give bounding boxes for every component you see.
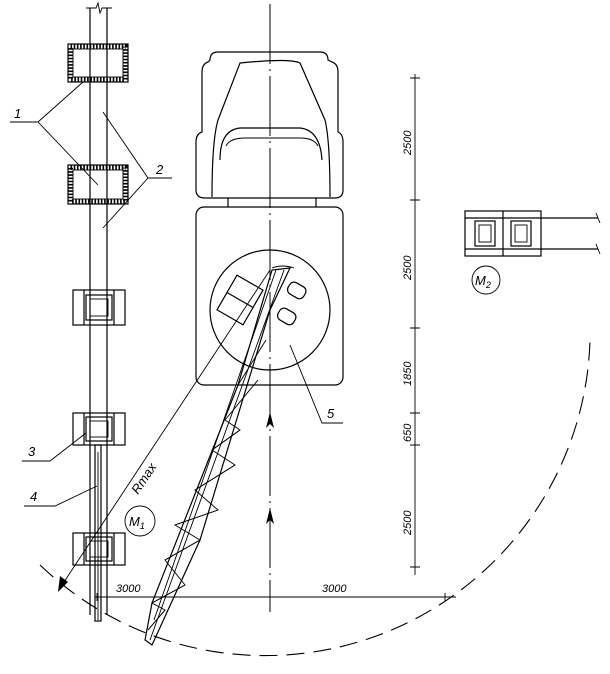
hatched-block-2	[67, 164, 129, 205]
callout-2: 2	[102, 111, 172, 229]
dimension-label: 3000	[116, 583, 141, 595]
secondary-unit-m2: M2	[464, 210, 601, 295]
direction-arrow-icon	[266, 508, 274, 524]
arrow-icon	[58, 576, 68, 592]
dimension-label: 2500	[402, 255, 414, 281]
well-block	[72, 532, 126, 566]
hatched-block-1	[67, 43, 129, 83]
callout-3: 3	[22, 432, 87, 462]
callout-label: 4	[30, 489, 37, 504]
break-line-icon	[86, 1, 112, 15]
dimension-label: 2500	[402, 510, 414, 536]
turntable	[209, 249, 331, 371]
position-marker-m1: M1	[124, 505, 156, 537]
callout-label: 2	[155, 162, 164, 177]
m1-label: M1	[129, 514, 145, 531]
dimension-label: 2500	[402, 130, 414, 156]
m2-label: M2	[475, 273, 491, 290]
direction-arrow-icon	[266, 412, 274, 428]
truck-cab	[195, 51, 344, 207]
callout-label: 1	[14, 106, 21, 121]
vertical-dimension: 2500 2500 1850 650 2500	[402, 74, 420, 575]
callout-label: 5	[327, 406, 335, 421]
well-block	[72, 289, 126, 326]
well-block-3	[72, 412, 126, 446]
crane-boom	[144, 267, 292, 646]
dimension-label: 650	[402, 423, 414, 442]
dimension-label: 3000	[322, 583, 347, 595]
truck-chassis	[195, 206, 344, 386]
callout-4: 4	[24, 485, 98, 507]
callout-1: 1	[10, 81, 99, 186]
dimension-label: 1850	[402, 361, 414, 386]
horizontal-dimension: 3000 3000	[95, 583, 456, 601]
max-reach-arc	[39, 339, 591, 657]
pipe-section-4	[94, 444, 102, 622]
callout-5: 5	[289, 344, 343, 424]
callout-label: 3	[28, 444, 36, 459]
